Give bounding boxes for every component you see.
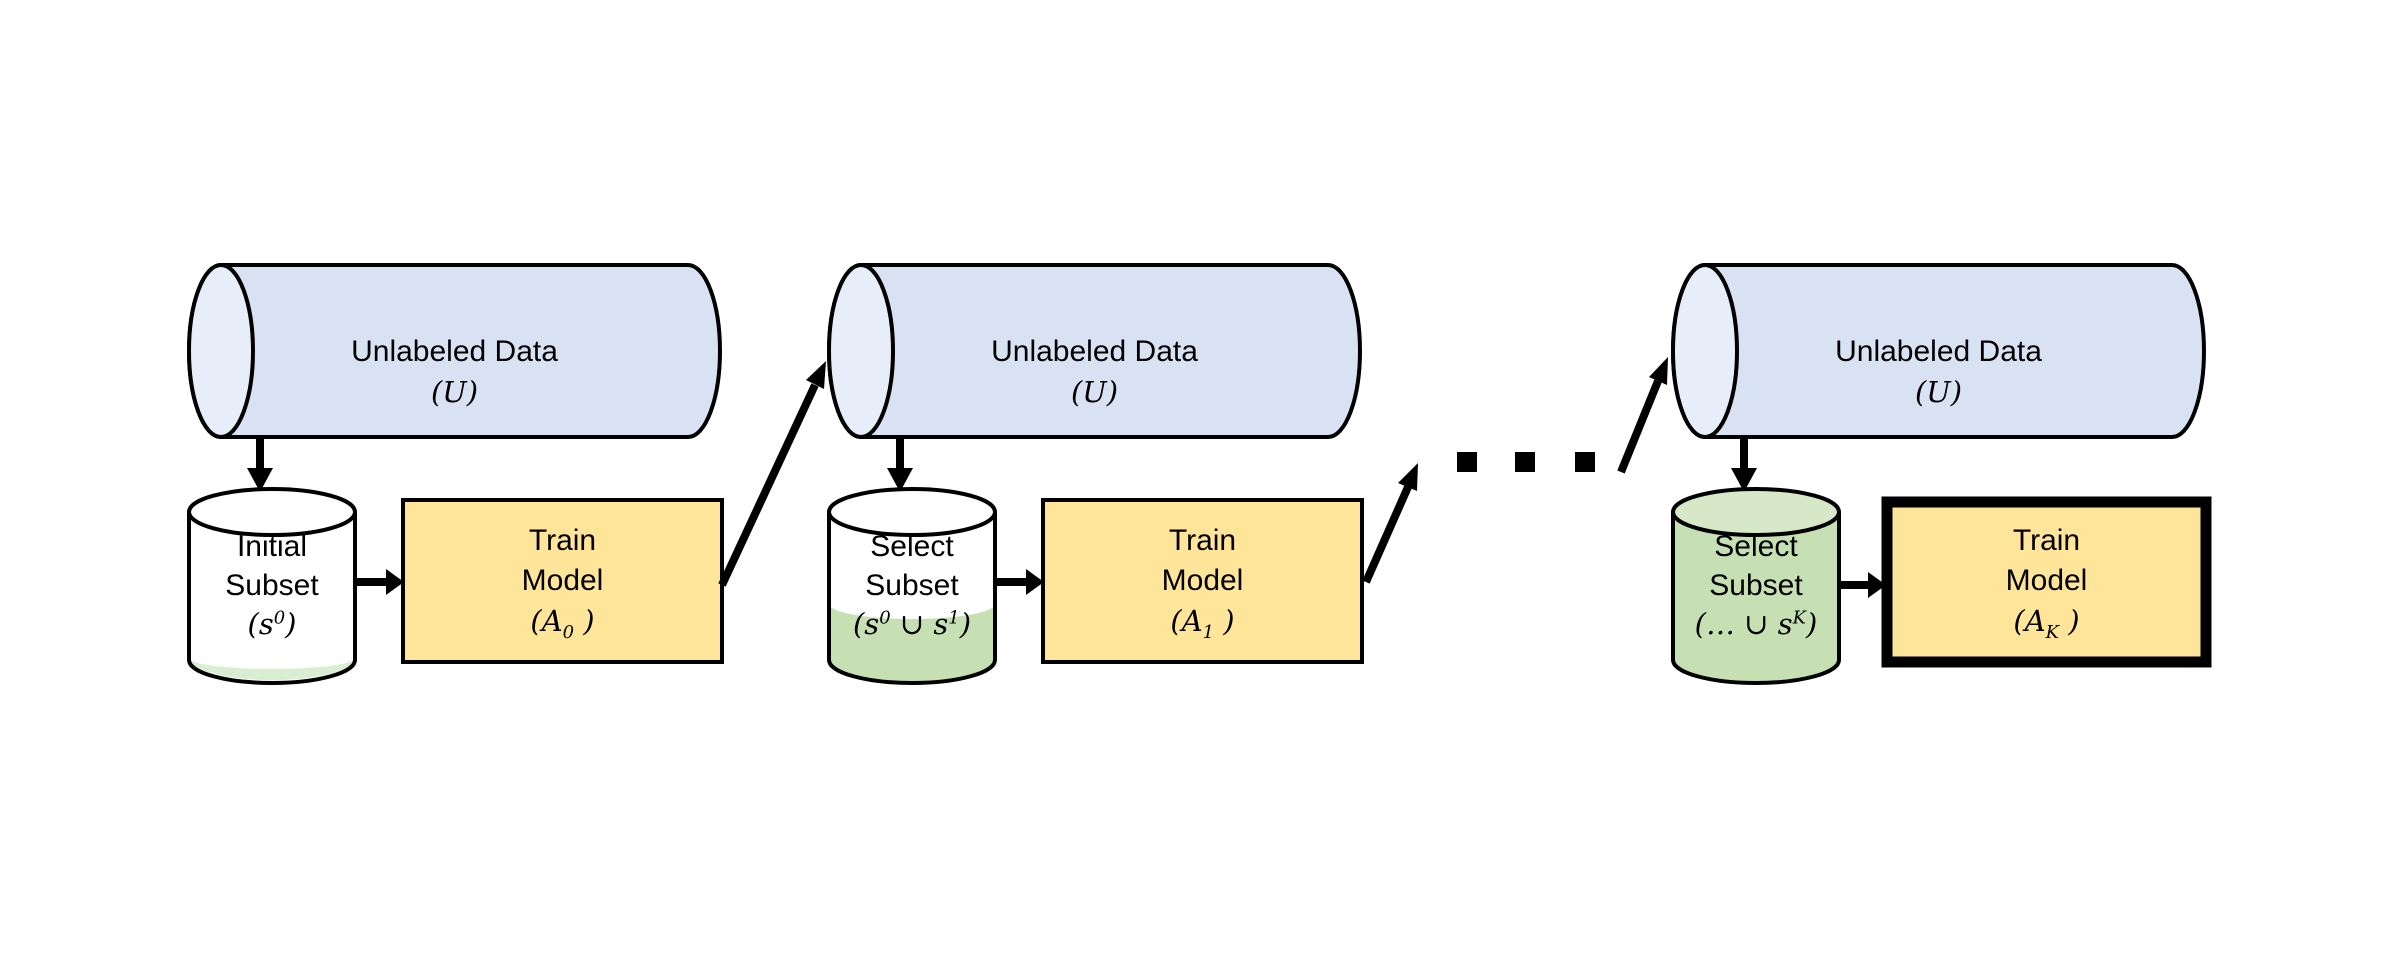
- stage-2-subset-cylinder-outline: [827, 512, 997, 685]
- stage-1-group: [187, 263, 826, 685]
- ellipsis-to-stage-3-arrow: [1617, 379, 1662, 474]
- stage-2-to-ellipsis-arrow: [1362, 485, 1412, 584]
- stage-3-group: [1671, 263, 2212, 685]
- stage-1-unlabeled-title: Unlabeled Data: [351, 335, 558, 368]
- stage-2-group: [827, 263, 1418, 685]
- stage-1-subset-symbol: (s0): [247, 607, 297, 641]
- stage-1-subset-label: Initial Subset (s0): [181, 527, 363, 644]
- ellipsis-to-stage-3-arrowhead: [1649, 357, 1668, 385]
- stage-2-train-symbol: (A1 ): [1170, 604, 1235, 643]
- stage-1-train-box: [401, 498, 724, 664]
- stage-2-train-box: [1041, 498, 1364, 664]
- stage-3-down-arrowhead: [1731, 468, 1757, 492]
- stage-3-subset-symbol: (… ∪ sK): [1694, 607, 1818, 641]
- stage-3-subset-line2: Subset: [1709, 569, 1803, 602]
- ellipsis-dot: [1575, 452, 1595, 472]
- stage-1-subset-cylinder-top: [187, 487, 357, 537]
- stage-1-down-arrowhead: [247, 468, 273, 492]
- stage-3-unlabeled-title: Unlabeled Data: [1835, 335, 2042, 368]
- stage-2-unlabeled-title: Unlabeled Data: [991, 335, 1198, 368]
- stage-1-subset-cylinder-body: [189, 512, 355, 683]
- stage-2-train-line1: Train: [1168, 524, 1237, 557]
- stage-3-unlabeled-symbol: (U): [1914, 375, 1963, 409]
- stage-2-unlabeled-symbol: (U): [1070, 375, 1119, 409]
- stage-1-cylinder-cap: [187, 263, 255, 439]
- stage-2-subset-cylinder-top: [827, 487, 997, 537]
- stage-3-train-box: [1881, 496, 2212, 668]
- stage-2-cylinder-cap: [827, 263, 895, 439]
- ellipsis-dot: [1457, 452, 1477, 472]
- stage-3-subset-line1: Select: [1714, 530, 1798, 563]
- stage-1-train-line1: Train: [528, 524, 597, 557]
- stage-3-train-label: Train Model (AK ): [1887, 521, 2206, 641]
- stage-1-subset-to-train-arrowhead: [386, 569, 404, 595]
- stage-2-to-ellipsis-arrowhead: [1398, 463, 1418, 491]
- stage-2-subset-green-fill: [829, 604, 995, 683]
- stage-1-subset-cylinder-outline: [187, 512, 357, 685]
- stage-1-to-stage-2-arrowhead: [806, 361, 826, 389]
- stage-2-subset-to-train-arrowhead: [1026, 569, 1044, 595]
- stage-3-train-symbol: (AK ): [2013, 604, 2080, 643]
- stage-2-down-arrowhead: [887, 468, 913, 492]
- ellipsis-dots: [1457, 452, 1595, 472]
- stage-2-subset-label: Select Subset (s0 ∪ s1): [821, 527, 1003, 644]
- stage-3-subset-cylinder-body: [1673, 512, 1839, 683]
- stage-3-subset-to-train-arrowhead: [1868, 572, 1886, 598]
- stage-3-subset-cylinder-outline: [1671, 512, 1841, 685]
- stage-3-subset-label: Select Subset (… ∪ sK): [1665, 527, 1847, 644]
- stage-2-train-line2: Model: [1161, 564, 1244, 597]
- stage-1-unlabeled-symbol: (U): [430, 375, 479, 409]
- stage-1-unlabeled-label: Unlabeled Data (U): [189, 332, 720, 412]
- stage-3-train-line2: Model: [2005, 564, 2088, 597]
- stage-1-train-symbol: (A0 ): [530, 604, 595, 643]
- stage-3-cylinder-cap: [1671, 263, 1739, 439]
- stage-1-subset-green-crescent: [189, 658, 355, 680]
- stage-3-train-line1: Train: [2012, 524, 2081, 557]
- stage-2-train-label: Train Model (A1 ): [1043, 521, 1362, 641]
- stage-1-train-label: Train Model (A0 ): [403, 521, 722, 641]
- stage-2-subset-line2: Subset: [865, 569, 959, 602]
- stage-2-subset-symbol: (s0 ∪ s1): [852, 607, 972, 641]
- stage-3-subset-cylinder-top: [1671, 487, 1841, 537]
- stage-1-subset-line2: Subset: [225, 569, 319, 602]
- ellipsis-dot: [1515, 452, 1535, 472]
- stage-2-unlabeled-label: Unlabeled Data (U): [829, 332, 1360, 412]
- stage-2-subset-line1: Select: [870, 530, 954, 563]
- stage-3-unlabeled-label: Unlabeled Data (U): [1673, 332, 2204, 412]
- stage-1-train-line2: Model: [521, 564, 604, 597]
- stage-1-subset-line1: Initial: [236, 530, 308, 563]
- stage-1-to-stage-2-arrow: [718, 383, 819, 587]
